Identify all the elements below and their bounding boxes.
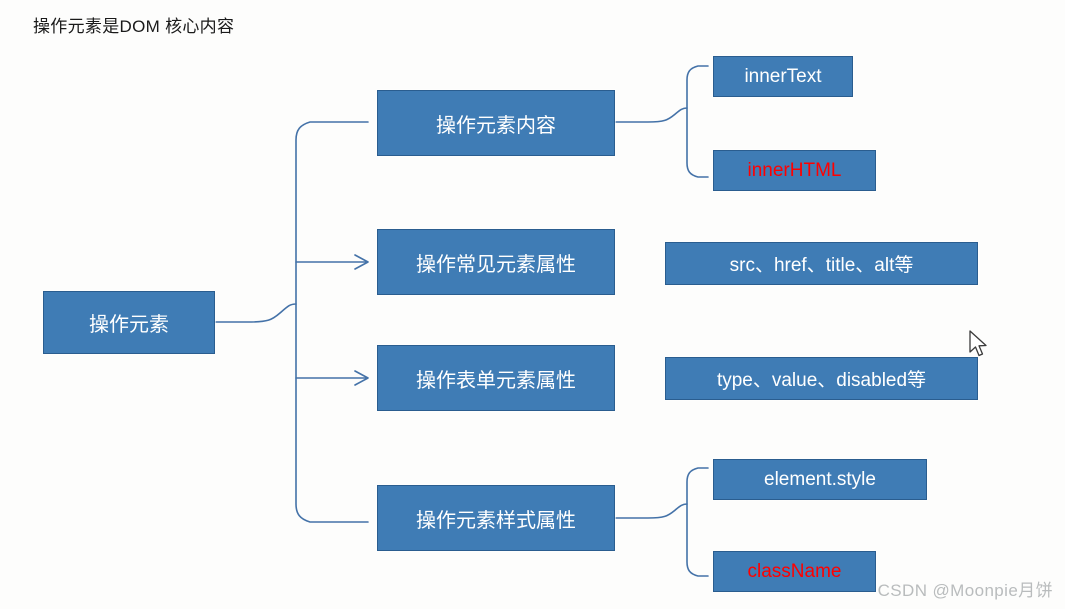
node-leaf-form-attribute-list[interactable]: type、value、disabled等 (665, 357, 978, 400)
node-branch-common-attributes[interactable]: 操作常见元素属性 (377, 229, 615, 295)
node-branch-element-content[interactable]: 操作元素内容 (377, 90, 615, 156)
node-root[interactable]: 操作元素 (43, 291, 215, 354)
mouse-pointer-icon (969, 330, 987, 357)
node-leaf-element-style[interactable]: element.style (713, 459, 927, 500)
node-leaf-classname[interactable]: className (713, 551, 876, 592)
node-branch-form-attributes[interactable]: 操作表单元素属性 (377, 345, 615, 411)
node-leaf-innertext[interactable]: innerText (713, 56, 853, 97)
watermark: CSDN @Moonpie月饼 (877, 581, 1053, 600)
page-title: 操作元素是DOM 核心内容 (33, 17, 235, 36)
node-branch-style-attributes[interactable]: 操作元素样式属性 (377, 485, 615, 551)
node-leaf-innerhtml[interactable]: innerHTML (713, 150, 876, 191)
node-leaf-common-attribute-list[interactable]: src、href、title、alt等 (665, 242, 978, 285)
